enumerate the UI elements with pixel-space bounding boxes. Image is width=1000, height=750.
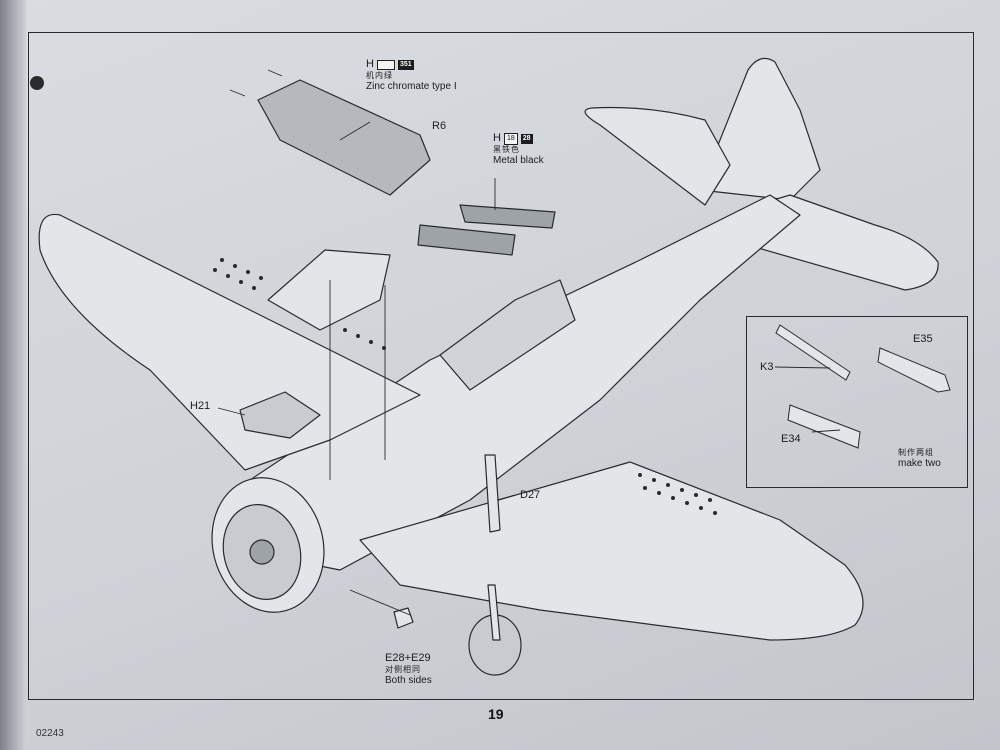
paint-chip-swatch — [376, 59, 395, 70]
part-callout-e28-e29: E28+E29 对侧相同 Both sides — [385, 652, 432, 687]
kit-number: 02243 — [36, 728, 64, 739]
paint-callout-zinc-chromate: H 351 机内绿 Zinc chromate type I — [366, 58, 457, 93]
part-e34-drawing — [787, 404, 861, 449]
gun-upper-drawing — [459, 204, 556, 229]
paint-code: H — [366, 58, 374, 70]
paint-callout-metal-black: H 18 28 黑铁色 Metal black — [493, 132, 544, 167]
paint-name: Zinc chromate type I — [366, 80, 457, 92]
note-both-sides-cn: 对侧相同 — [385, 665, 421, 675]
part-label-d27: D27 — [520, 489, 541, 501]
part-label-r6: R6 — [432, 120, 447, 132]
inset-detail-box — [746, 316, 968, 488]
page-frame — [28, 32, 974, 700]
part-d27-drawing — [484, 454, 501, 533]
paint-chip-number: 28 — [520, 133, 533, 144]
part-h21-drawing — [239, 391, 321, 439]
part-k3-drawing — [775, 324, 851, 381]
note-make-two: make two — [898, 457, 941, 469]
note-make-two-cn: 制作两组 — [898, 448, 934, 457]
gear-strut — [487, 584, 501, 641]
leader-lines — [217, 69, 516, 616]
paint-name-cn: 黑铁色 — [493, 145, 520, 155]
gun-lower-drawing — [417, 224, 516, 256]
horizontal-stabilizer-left — [584, 106, 731, 206]
page-number: 19 — [488, 706, 504, 722]
step-marker-icon — [30, 76, 44, 90]
inset-drawing — [774, 324, 951, 449]
note-both-sides: Both sides — [385, 674, 432, 686]
dive-brake-holes — [213, 258, 717, 515]
paint-name: Metal black — [493, 154, 544, 166]
part-e35-drawing — [877, 347, 951, 393]
paint-name-cn: 机内绿 — [366, 71, 393, 81]
canopy — [439, 279, 576, 391]
cowl-panel-drawing — [267, 249, 391, 331]
wing-right — [359, 461, 864, 641]
binding-shadow — [0, 0, 26, 750]
wing-left — [38, 213, 421, 471]
part-label-e35: E35 — [913, 333, 933, 345]
part-label-k3: K3 — [760, 361, 774, 373]
propeller-hub — [249, 539, 275, 565]
part-label-e28-e29: E28+E29 — [385, 652, 431, 664]
paint-chip-number: 351 — [397, 59, 414, 70]
make-two-note: 制作两组 make two — [898, 448, 941, 470]
part-label-e34: E34 — [781, 433, 801, 445]
part-label-h21: H21 — [190, 400, 211, 412]
part-e28-e29-drawing — [393, 607, 414, 629]
paint-chip-number: 18 — [503, 132, 518, 145]
paint-code: H — [493, 132, 501, 144]
